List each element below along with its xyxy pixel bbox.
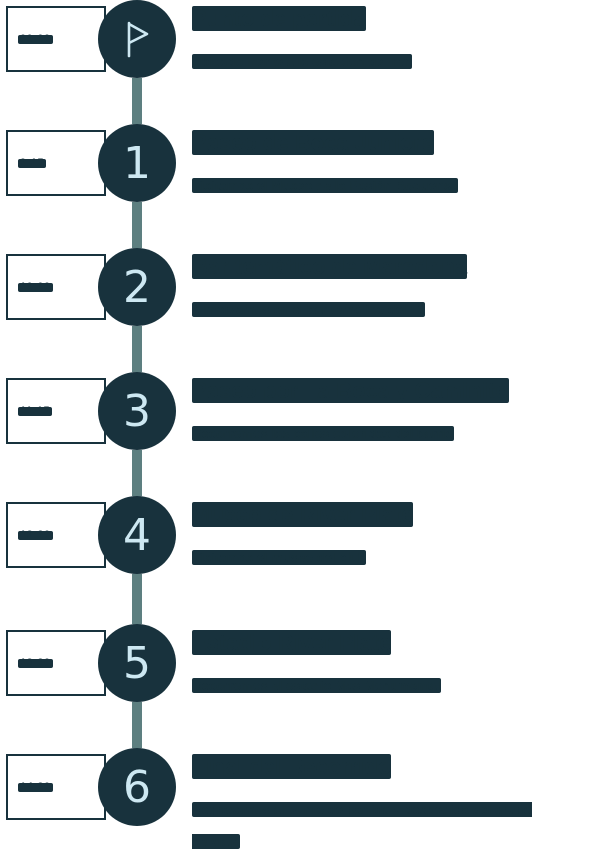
- timeline-connector: [132, 450, 142, 496]
- time-box: 13:30: [6, 630, 106, 696]
- step-description: Regresamos al punto de partida y despedi…: [192, 802, 532, 849]
- timeline-connector: [132, 574, 142, 624]
- step-number: 6: [123, 761, 151, 813]
- step-title: Punto de partida: [192, 6, 366, 31]
- timeline-step-3: 11:15 3 Paseo por La Boca y Caminito Rec…: [0, 372, 600, 492]
- step-description: Almorzamos en el bar temático del 10: [192, 302, 425, 317]
- time-label: 9:15: [18, 156, 47, 169]
- step-title: Bar temático de Maradona: [192, 254, 468, 279]
- time-label: 12:30: [18, 528, 53, 541]
- time-label: 11:15: [18, 404, 53, 417]
- step-description: Recorremos las calles coloridas del barr…: [192, 426, 454, 441]
- step-marker: 2: [98, 248, 176, 326]
- time-label: 10:00: [18, 280, 53, 293]
- timeline-step-start: 00:00 Punto de partida Ubicado frente a …: [0, 0, 600, 120]
- step-number: 1: [123, 137, 151, 189]
- timeline-step-6: 14:30 6 Final del Recorrido Regresamos a…: [0, 748, 600, 860]
- timeline-connector: [132, 326, 142, 372]
- timeline-step-1: 9:15 1 Paseo de Boca Juniors Visitamos e…: [0, 124, 600, 244]
- timeline-connector: [132, 702, 142, 748]
- step-description: Visitamos el Museo de la Pasión Boquense: [192, 178, 459, 193]
- step-marker: 5: [98, 624, 176, 702]
- time-box: 14:30: [6, 754, 106, 820]
- step-title: Paseo de Boca Juniors: [192, 130, 435, 155]
- time-label: 14:30: [18, 780, 53, 793]
- time-label: 00:00: [18, 32, 53, 45]
- time-box: 11:15: [6, 378, 106, 444]
- step-number: 5: [123, 637, 151, 689]
- step-number: 2: [123, 261, 151, 313]
- time-box: 10:00: [6, 254, 106, 320]
- step-description: Recorremos el estadio Mas Monumental: [192, 678, 441, 693]
- timeline-step-2: 10:00 2 Bar temático de Maradona Almorza…: [0, 248, 600, 368]
- step-title: Museo de River Plate: [192, 502, 414, 527]
- step-number: 4: [123, 509, 151, 561]
- flag-icon: [127, 21, 149, 58]
- step-marker: 6: [98, 748, 176, 826]
- time-box: 12:30: [6, 502, 106, 568]
- time-label: 13:30: [18, 656, 53, 669]
- step-marker: 4: [98, 496, 176, 574]
- time-box: 00:00: [6, 6, 106, 72]
- step-marker: 3: [98, 372, 176, 450]
- timeline-step-5: 13:30 5 Estadio River Plate Recorremos e…: [0, 624, 600, 744]
- step-description: Visitamos el museo del club: [192, 550, 366, 565]
- step-marker: 1: [98, 124, 176, 202]
- timeline-step-4: 12:30 4 Museo de River Plate Visitamos e…: [0, 496, 600, 616]
- step-marker: [98, 0, 176, 78]
- step-title: Final del Recorrido: [192, 754, 392, 779]
- step-title: Paseo por La Boca y Caminito: [192, 378, 509, 403]
- step-number: 3: [123, 385, 151, 437]
- time-box: 9:15: [6, 130, 106, 196]
- timeline-connector: [132, 202, 142, 248]
- timeline-connector: [132, 78, 142, 124]
- step-title: Estadio River Plate: [192, 630, 392, 655]
- step-description: Ubicado frente a la estación de tren: [192, 54, 412, 69]
